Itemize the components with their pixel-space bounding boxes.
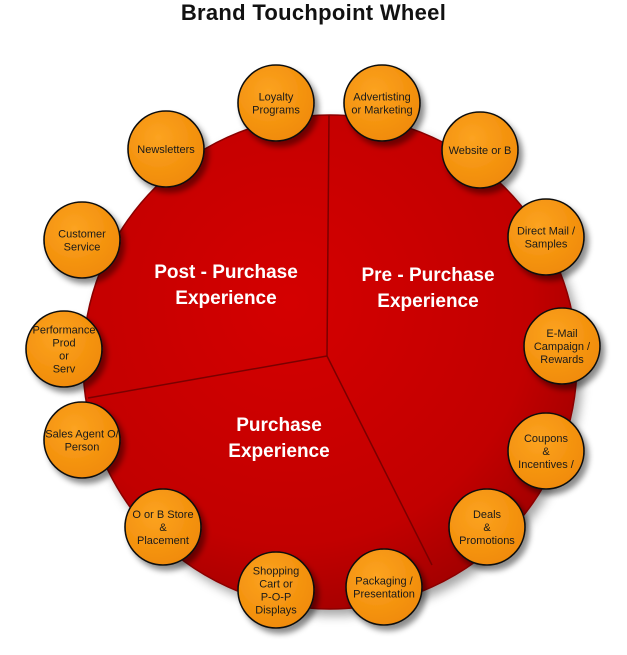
sector-label-line: Pre - Purchase bbox=[361, 265, 494, 286]
touchpoint-label-line: Samples bbox=[525, 239, 568, 251]
touchpoint-label-line: Prod bbox=[52, 338, 75, 350]
touchpoint-label: Sales Agent O/Person bbox=[45, 429, 119, 454]
touchpoint-label-line: Advertisting bbox=[353, 92, 410, 104]
touchpoint-label-line: Newsletters bbox=[137, 144, 195, 156]
touchpoint-node-website: Website or B bbox=[441, 111, 519, 189]
divider-left bbox=[87, 355, 328, 399]
touchpoint-label-line: Deals bbox=[473, 509, 502, 521]
touchpoint-label: Direct Mail /Samples bbox=[517, 226, 576, 251]
touchpoint-circle bbox=[343, 64, 421, 142]
touchpoint-label-line: Placement bbox=[137, 535, 189, 547]
touchpoint-label-line: Presentation bbox=[353, 589, 415, 601]
touchpoint-node-sales-agent: Sales Agent O/Person bbox=[43, 401, 121, 479]
touchpoint-label: Website or B bbox=[449, 145, 512, 157]
touchpoint-circle bbox=[43, 401, 121, 479]
touchpoint-label-line: Direct Mail / bbox=[517, 226, 576, 238]
touchpoint-label: Deals&Promotions bbox=[459, 509, 515, 547]
touchpoint-circle bbox=[345, 548, 423, 626]
touchpoint-label-line: & bbox=[159, 522, 167, 534]
touchpoint-label: O or B Store&Placement bbox=[132, 509, 193, 547]
touchpoint-label-line: Packaging / bbox=[355, 576, 413, 588]
touchpoint-label-line: Service bbox=[64, 242, 101, 254]
touchpoint-label-line: Sales Agent O/ bbox=[45, 429, 119, 441]
touchpoint-circle bbox=[237, 64, 315, 142]
sector-label-line: Experience bbox=[377, 291, 478, 312]
touchpoint-label-line: Cart or bbox=[259, 579, 293, 591]
touchpoint-circle bbox=[43, 201, 121, 279]
touchpoint-label-line: or bbox=[59, 351, 69, 363]
touchpoint-label-line: or Marketing bbox=[351, 105, 412, 117]
touchpoint-circle bbox=[127, 110, 205, 188]
touchpoint-label-line: Programs bbox=[252, 105, 300, 117]
divider-right bbox=[326, 355, 433, 566]
sector-label-line: Post - Purchase bbox=[154, 262, 298, 283]
divider-top bbox=[326, 114, 330, 357]
sector-label-line: Experience bbox=[175, 288, 276, 309]
touchpoint-circle bbox=[448, 488, 526, 566]
touchpoint-label-line: P-O-P bbox=[261, 592, 292, 604]
touchpoint-label-line: Incentives / bbox=[518, 459, 575, 471]
touchpoint-label-line: Campaign / bbox=[534, 341, 591, 353]
touchpoint-node-direct-mail: Direct Mail /Samples bbox=[507, 198, 585, 276]
touchpoint-node-packaging: Packaging /Presentation bbox=[345, 548, 423, 626]
touchpoint-label-line: O or B Store bbox=[132, 509, 193, 521]
touchpoint-label-line: Website or B bbox=[449, 145, 512, 157]
touchpoint-node-coupons: Coupons&Incentives / bbox=[507, 412, 585, 490]
touchpoint-label-line: Customer bbox=[58, 229, 106, 241]
touchpoint-label: Packaging /Presentation bbox=[353, 576, 415, 601]
touchpoint-node-deals-promotions: Deals&Promotions bbox=[448, 488, 526, 566]
touchpoint-label-line: & bbox=[542, 446, 550, 458]
touchpoint-circle bbox=[237, 551, 315, 629]
touchpoint-node-store-placement: O or B Store&Placement bbox=[124, 488, 202, 566]
touchpoint-label: Newsletters bbox=[137, 144, 195, 156]
touchpoint-label-line: Performance bbox=[33, 325, 96, 337]
touchpoint-label-line: Rewards bbox=[540, 354, 584, 366]
touchpoint-label: Coupons&Incentives / bbox=[518, 433, 575, 471]
touchpoint-node-newsletters: Newsletters bbox=[127, 110, 205, 188]
sector-label-line: Experience bbox=[228, 441, 329, 462]
touchpoint-circle bbox=[507, 412, 585, 490]
touchpoint-circle bbox=[523, 307, 601, 385]
touchpoint-label-line: Coupons bbox=[524, 433, 569, 445]
touchpoint-circle bbox=[25, 310, 103, 388]
touchpoint-label-line: Promotions bbox=[459, 535, 515, 547]
touchpoint-label-line: Shopping bbox=[253, 566, 300, 578]
touchpoint-circle bbox=[124, 488, 202, 566]
diagram-title: Brand Touchpoint Wheel bbox=[180, 0, 447, 25]
touchpoint-label-line: & bbox=[483, 522, 491, 534]
touchpoint-label-line: E-Mail bbox=[546, 328, 577, 340]
touchpoint-label-line: Loyalty bbox=[259, 92, 294, 104]
touchpoint-label-line: Serv bbox=[53, 364, 76, 376]
touchpoint-label-line: Displays bbox=[255, 605, 297, 617]
touchpoint-circle bbox=[441, 111, 519, 189]
touchpoint-circle bbox=[507, 198, 585, 276]
sector-label-line: Purchase bbox=[236, 415, 322, 436]
touchpoint-label-line: Person bbox=[65, 442, 100, 454]
